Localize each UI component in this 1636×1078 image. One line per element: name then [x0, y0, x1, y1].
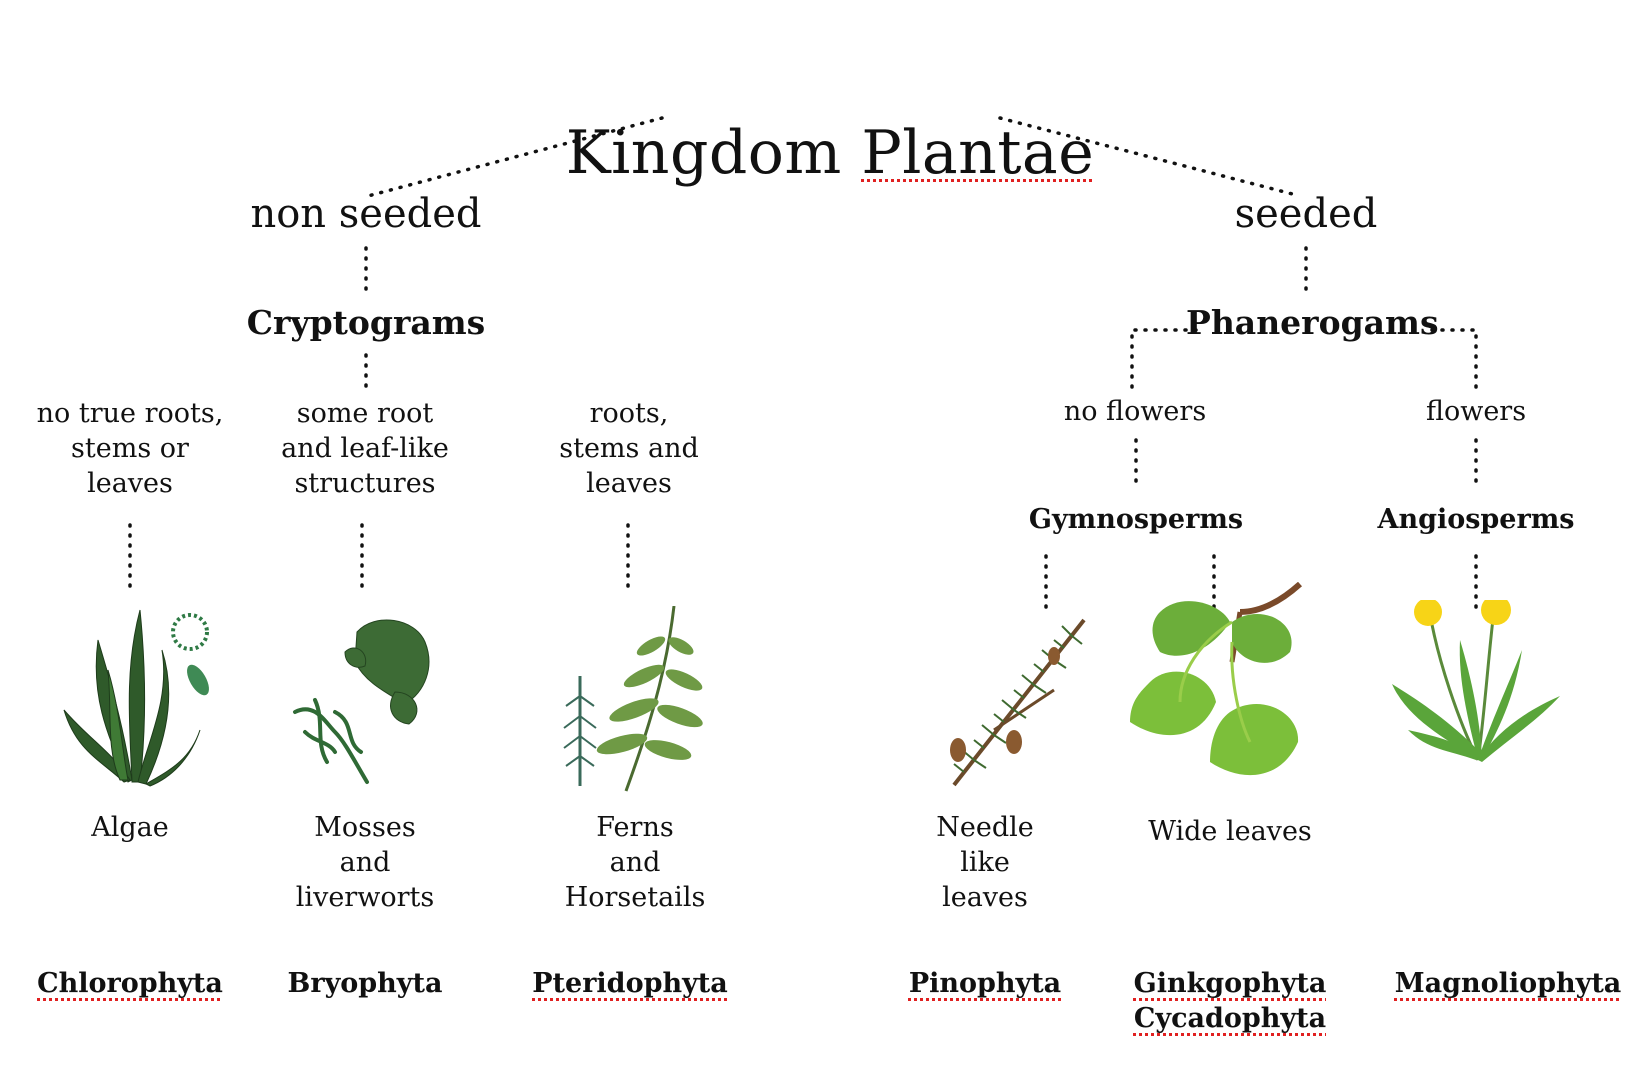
title-prefix: Kingdom [565, 118, 862, 188]
common-algae: Algae [91, 812, 169, 843]
title-word: Plantae [861, 118, 1095, 188]
phylum-pinophyta: Pinophyta [880, 966, 1090, 1001]
class-cryptograms: Cryptograms [246, 303, 486, 342]
connector-title-seeded [998, 116, 1302, 198]
common-fern: Ferns and Horsetails [564, 812, 706, 914]
phylum-chlorophyta-text: Chlorophyta [37, 968, 223, 999]
fern-illustration [563, 606, 703, 792]
common-needle: Needle like leaves [936, 812, 1034, 914]
label-angiosperms: Angiosperms [1377, 504, 1575, 535]
algae-illustration [63, 609, 209, 787]
pine-branch-illustration [950, 618, 1086, 787]
class-phanerogams: Phanerogams [1186, 303, 1439, 342]
phylum-chlorophyta: Chlorophyta [20, 966, 240, 1001]
phylum-ginkgo-cycado: Ginkgophyta Cycadophyta [1110, 966, 1350, 1036]
connector-phanerogams-flowers [1430, 328, 1478, 394]
phylum-magnoliophyta-text: Magnoliophyta [1394, 968, 1622, 999]
phylum-ginkgo-cycado-text: Ginkgophyta Cycadophyta [1133, 968, 1327, 1035]
phylum-bryophyta: Bryophyta [287, 968, 443, 999]
page-title: Kingdom Plantae [540, 36, 1120, 192]
trait-moss: some root and leaf-like structures [281, 398, 449, 500]
label-no-flowers: no flowers [1063, 396, 1207, 427]
branch-seeded: seeded [1234, 191, 1378, 237]
connector-phanerogams-noflowers [1130, 328, 1198, 394]
ginkgo-illustration [1130, 582, 1303, 776]
phylum-magnoliophyta: Magnoliophyta [1388, 966, 1628, 1001]
phylum-pteridophyta-text: Pteridophyta [532, 968, 728, 999]
trait-algae: no true roots, stems or leaves [36, 398, 224, 500]
phylum-pinophyta-text: Pinophyta [908, 968, 1062, 999]
trait-fern: roots, stems and leaves [559, 398, 699, 500]
dandelion-illustration [1392, 600, 1560, 762]
common-moss: Mosses and liverworts [295, 812, 435, 914]
label-gymnosperms: Gymnosperms [1028, 504, 1244, 535]
label-flowers: flowers [1425, 396, 1527, 427]
phylum-pteridophyta: Pteridophyta [520, 966, 740, 1001]
common-wide: Wide leaves [1148, 816, 1312, 847]
branch-non-seeded: non seeded [250, 191, 482, 237]
connector-title-nonseeded [366, 116, 664, 198]
moss-illustration [293, 619, 430, 784]
